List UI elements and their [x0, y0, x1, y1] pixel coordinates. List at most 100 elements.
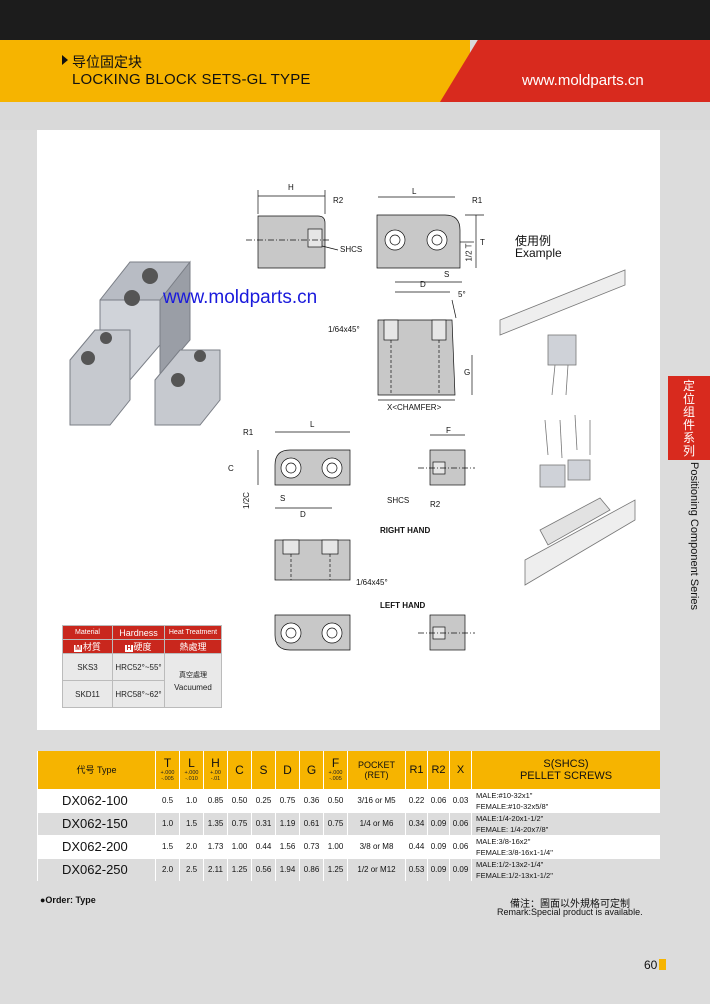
- col-type: 代号 Type: [37, 751, 156, 789]
- cell-s: 0.56: [251, 857, 276, 881]
- cell-f: 0.75: [323, 811, 348, 835]
- mat-header-heat-cn: 熱處理: [164, 639, 222, 654]
- dim-x-chamfer: X<CHAMFER>: [387, 403, 442, 412]
- cell-x: 0.06: [449, 834, 472, 858]
- dim-r1-2: R1: [243, 428, 254, 437]
- cell-x: 0.03: [449, 788, 472, 812]
- cell-r1: 0.53: [405, 857, 428, 881]
- dim-s-2: S: [280, 494, 286, 503]
- cell-g: 0.61: [299, 811, 324, 835]
- cell-d: 1.94: [275, 857, 300, 881]
- cell-h: 2.11: [203, 857, 228, 881]
- col-r2: R2: [427, 751, 450, 789]
- right-hand-front-drawing: [274, 539, 351, 581]
- cell-r2: 0.09: [427, 834, 450, 858]
- page-title-en: LOCKING BLOCK SETS-GL TYPE: [72, 71, 311, 88]
- mat-header-hardness: Hardness: [112, 625, 165, 640]
- remark-cn: 備注：圖面以外規格可定制: [510, 899, 630, 910]
- cell-f: 0.50: [323, 788, 348, 812]
- cell-c: 1.00: [227, 834, 252, 858]
- side-tab-cn: 定位组件系列: [668, 376, 710, 460]
- mat-row-2-hardness: HRC58°~62°: [112, 680, 165, 708]
- cell-l: 1.0: [179, 788, 204, 812]
- cell-x: 0.06: [449, 811, 472, 835]
- side-view-drawing: [246, 190, 339, 269]
- dim-r2-2: R2: [430, 500, 441, 509]
- right-hand-side-drawing: [418, 434, 475, 486]
- right-hand-top-drawing: [257, 431, 351, 509]
- row-type: DX062-200: [37, 834, 156, 858]
- dim-t: T: [480, 238, 485, 247]
- technical-drawing: [69, 190, 636, 651]
- dim-g: G: [464, 368, 471, 377]
- cell-h: 0.85: [203, 788, 228, 812]
- cell-r2: 0.06: [427, 788, 450, 812]
- cell-pocket: 1/4 or M6: [347, 811, 406, 835]
- cell-l: 2.5: [179, 857, 204, 881]
- dim-l: L: [412, 187, 417, 196]
- example-illustration: [499, 269, 636, 586]
- side-tab-text: 定位组件系列: [682, 379, 695, 458]
- page-number: 60: [644, 958, 658, 972]
- table-row: DX062-150 1.0 1.5 1.35 0.75 0.31 1.19 0.…: [37, 811, 660, 835]
- cell-s: 0.31: [251, 811, 276, 835]
- mat-header-material: Material: [62, 625, 113, 640]
- dim-c: C: [228, 464, 234, 473]
- example-label-en: Example: [515, 246, 562, 260]
- side-tab-en: Positioning Component Series: [688, 462, 700, 610]
- order-note: ●Order: Type: [40, 895, 96, 905]
- site-url[interactable]: www.moldparts.cn: [522, 72, 644, 89]
- product-photo: [69, 260, 221, 426]
- mat-header-heat: Heat Treatment: [164, 625, 222, 640]
- watermark-url: www.moldparts.cn: [163, 287, 318, 308]
- cell-pocket: 3/8 or M8: [347, 834, 406, 858]
- cell-screws: MALE:3/8-16x2"FEMALE:3/8-16x1-1/4": [471, 834, 660, 858]
- cell-t: 1.5: [155, 834, 180, 858]
- cell-g: 0.73: [299, 834, 324, 858]
- cell-f: 1.25: [323, 857, 348, 881]
- dim-l-2: L: [310, 420, 315, 429]
- table-row: DX062-250 2.0 2.5 2.11 1.25 0.56 1.94 0.…: [37, 857, 660, 881]
- cell-t: 2.0: [155, 857, 180, 881]
- row-type: DX062-250: [37, 857, 156, 881]
- cell-r1: 0.44: [405, 834, 428, 858]
- col-pocket: POCKET(RET): [347, 751, 406, 789]
- top-bar: [0, 0, 710, 40]
- header-red-band: [440, 40, 710, 102]
- cell-c: 1.25: [227, 857, 252, 881]
- header-orange-band: [0, 40, 470, 102]
- label-shcs: SHCS: [340, 245, 363, 254]
- cell-pocket: 3/16 or M5: [347, 788, 406, 812]
- dim-f: F: [446, 426, 451, 435]
- cell-r1: 0.22: [405, 788, 428, 812]
- mat-row-1-hardness: HRC52°~55°: [112, 653, 165, 681]
- left-hand-drawing: [274, 614, 475, 651]
- col-screws: S(SHCS)PELLET SCREWS: [471, 751, 660, 789]
- dim-half-t: 1/2 T: [464, 243, 474, 262]
- col-c: C: [227, 751, 252, 789]
- table-header-row: 代号 Type T+.000-.005 L+.000-.010 H+.00-.0…: [37, 751, 660, 789]
- dim-d: D: [420, 280, 426, 289]
- dim-chamfer-2: 1/64x45°: [356, 578, 388, 587]
- dim-r1: R1: [472, 196, 483, 205]
- cell-pocket: 1/2 or M12: [347, 857, 406, 881]
- cell-r2: 0.09: [427, 857, 450, 881]
- cell-x: 0.09: [449, 857, 472, 881]
- mat-row-1-material: SKS3: [62, 653, 113, 681]
- table-row: DX062-200 1.5 2.0 1.73 1.00 0.44 1.56 0.…: [37, 834, 660, 858]
- cell-c: 0.75: [227, 811, 252, 835]
- cell-screws: MALE:1/2-13x2-1/4"FEMALE:1/2-13x1-1/2": [471, 857, 660, 881]
- col-t: T+.000-.005: [155, 751, 180, 789]
- dim-5deg: 5°: [458, 290, 466, 299]
- label-shcs-2: SHCS: [387, 496, 410, 505]
- mat-heat-cell: 真空處理 Vacuumed: [164, 653, 222, 708]
- remark-en: Remark:Special product is available.: [497, 907, 643, 917]
- dimension-table: 代号 Type T+.000-.005 L+.000-.010 H+.00-.0…: [37, 751, 660, 881]
- cell-h: 1.35: [203, 811, 228, 835]
- col-r1: R1: [405, 751, 428, 789]
- cell-t: 0.5: [155, 788, 180, 812]
- col-d: D: [275, 751, 300, 789]
- table-row: DX062-100 0.5 1.0 0.85 0.50 0.25 0.75 0.…: [37, 788, 660, 812]
